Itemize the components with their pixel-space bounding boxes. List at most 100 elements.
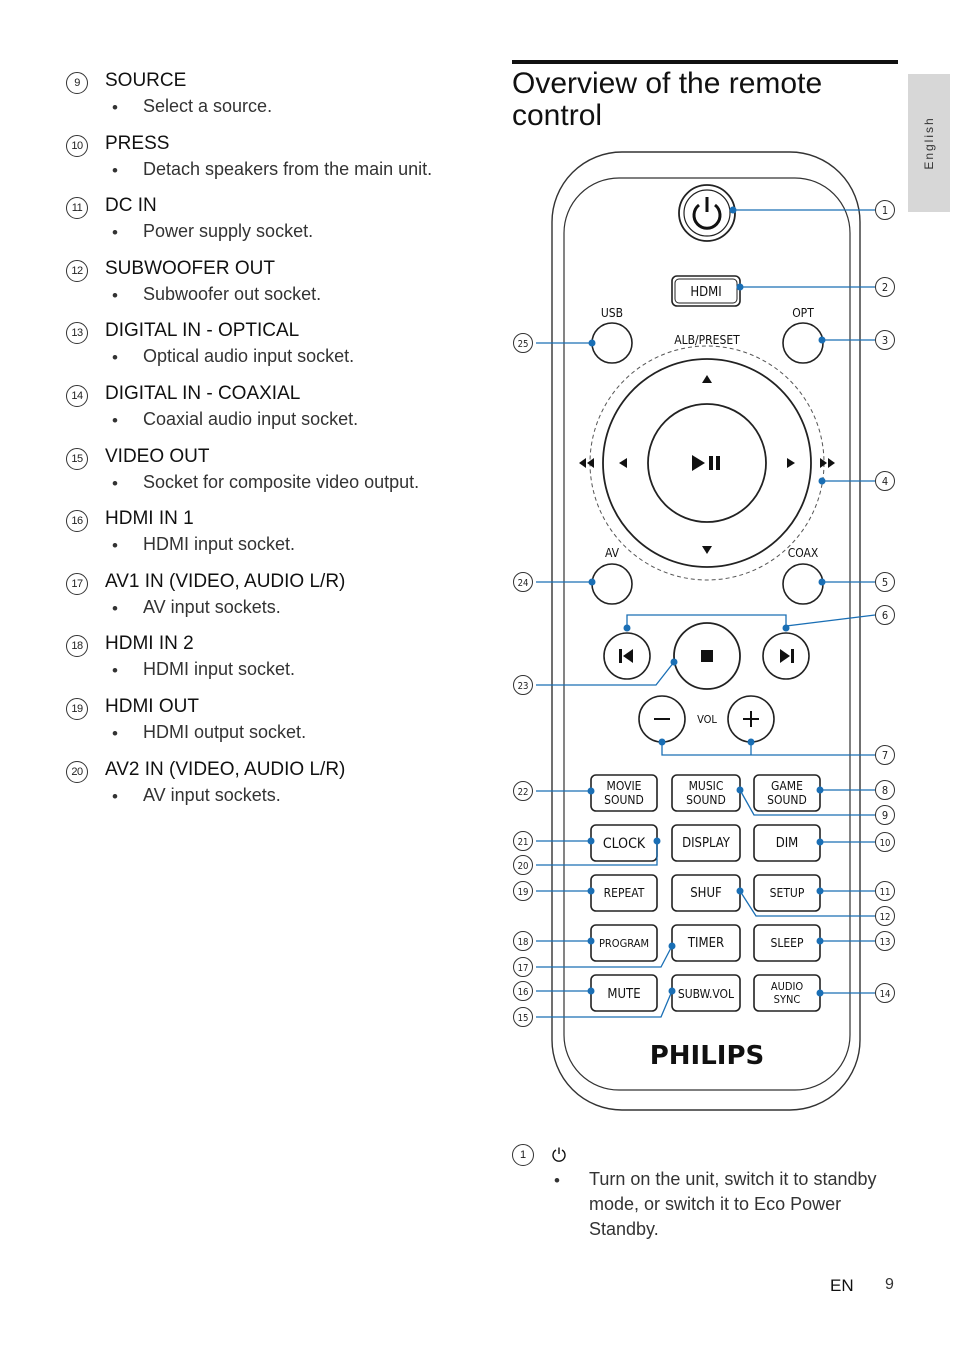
- power-button[interactable]: [678, 184, 736, 242]
- item-number: 18: [66, 635, 88, 658]
- callout-number: 11: [880, 887, 891, 898]
- power-description: Turn on the unit, switch it to standby m…: [589, 1169, 877, 1239]
- coax-label: COAX: [788, 546, 819, 560]
- callout-number: 20: [518, 861, 529, 872]
- callout-number: 6: [882, 609, 888, 622]
- repeat-button[interactable]: REPEAT: [590, 874, 658, 912]
- callout-number: 24: [518, 578, 529, 589]
- item-number: 10: [66, 134, 88, 157]
- callout-number: 9: [882, 809, 888, 822]
- shuffle-button[interactable]: SHUF: [671, 874, 741, 912]
- audio-sync-button[interactable]: AUDIO SYNC: [753, 974, 821, 1012]
- callout-number: 2: [882, 281, 888, 294]
- music-sound-button[interactable]: MUSIC SOUND: [671, 774, 741, 812]
- clock-button[interactable]: CLOCK: [590, 824, 658, 862]
- up-arrow-icon: [702, 375, 712, 383]
- item-description: HDMI output socket.: [143, 721, 307, 742]
- bullet: •: [112, 661, 118, 681]
- svg-text:SOUND: SOUND: [686, 793, 726, 807]
- callout-circle: [875, 881, 895, 901]
- coax-button[interactable]: [782, 563, 824, 605]
- usb-label: USB: [601, 306, 623, 320]
- svg-text:MUTE: MUTE: [607, 987, 640, 1002]
- list-item: 9 SOURCE • Select a source.: [66, 68, 466, 131]
- play-pause-button[interactable]: [647, 403, 767, 523]
- callout-circle: [875, 745, 895, 765]
- rewind-icon: [579, 458, 594, 468]
- av-label: AV: [605, 546, 620, 560]
- item-description: AV input sockets.: [143, 596, 281, 617]
- item-number: 16: [66, 510, 88, 533]
- svg-text:PROGRAM: PROGRAM: [599, 937, 649, 950]
- svg-text:AUDIO: AUDIO: [771, 980, 804, 993]
- play-icon: [692, 455, 705, 471]
- callout-circle: [875, 200, 895, 220]
- callout-circle: [513, 333, 533, 353]
- game-sound-button[interactable]: GAME SOUND: [753, 774, 821, 812]
- callout-circle: [513, 572, 533, 592]
- item-number: 14: [66, 384, 88, 407]
- setup-button[interactable]: SETUP: [753, 874, 821, 912]
- callout-number: 22: [518, 787, 529, 798]
- page-number: 9: [885, 1276, 894, 1293]
- svg-text:SOUND: SOUND: [767, 793, 807, 807]
- av-button[interactable]: [591, 563, 633, 605]
- plus-icon: [743, 711, 759, 727]
- list-item: 12 SUBWOOFER OUT • Subwoofer out socket.: [66, 256, 466, 319]
- left-arrow-icon: [619, 458, 627, 468]
- dim-button[interactable]: DIM: [753, 824, 821, 862]
- list-item: 13 DIGITAL IN - OPTICAL • Optical audio …: [66, 318, 466, 381]
- opt-button[interactable]: [782, 322, 824, 364]
- stop-icon: [701, 650, 713, 662]
- callout-circle: [513, 957, 533, 977]
- list-item: 10 PRESS • Detach speakers from the main…: [66, 131, 466, 194]
- brand-logo: PHILIPS: [650, 1041, 765, 1071]
- movie-sound-button[interactable]: MOVIE SOUND: [590, 774, 658, 812]
- callout-circle: [513, 781, 533, 801]
- right-arrow-icon: [787, 458, 795, 468]
- svg-text:MUSIC: MUSIC: [689, 779, 724, 793]
- item-title: SUBWOOFER OUT: [105, 257, 275, 279]
- svg-text:SETUP: SETUP: [770, 886, 805, 900]
- svg-text:TIMER: TIMER: [687, 936, 724, 951]
- list-item: 15 VIDEO OUT • Socket for composite vide…: [66, 444, 466, 507]
- item-title: AV2 IN (VIDEO, AUDIO L/R): [105, 758, 346, 780]
- item-title: DIGITAL IN - OPTICAL: [105, 320, 300, 342]
- item-number: 1: [512, 1144, 534, 1166]
- callout-number: 25: [518, 339, 529, 350]
- list-item: 18 HDMI IN 2 • HDMI input socket.: [66, 631, 466, 694]
- item-description: HDMI input socket.: [143, 659, 296, 680]
- remote-illustration: HDMI USB OPT ALB/PRESET AV COAX: [506, 150, 906, 1115]
- item-number: 19: [66, 697, 88, 720]
- list-item: 19 HDMI OUT • HDMI output socket.: [66, 694, 466, 757]
- callout-number: 4: [882, 475, 888, 488]
- sleep-button[interactable]: SLEEP: [753, 924, 821, 962]
- program-button[interactable]: PROGRAM: [590, 924, 658, 962]
- callout-number: 7: [882, 749, 888, 762]
- item-description: HDMI input socket.: [143, 534, 296, 555]
- callout-number: 23: [518, 681, 529, 692]
- item-title: AV1 IN (VIDEO, AUDIO L/R): [105, 570, 346, 592]
- callout-number: 18: [518, 937, 529, 948]
- item-title: DC IN: [105, 195, 157, 217]
- timer-button[interactable]: TIMER: [671, 924, 741, 962]
- callout-circle: [875, 931, 895, 951]
- bullet: •: [112, 598, 118, 618]
- callout-number: 8: [882, 784, 888, 797]
- list-item: 11 DC IN • Power supply socket.: [66, 193, 466, 256]
- bullet: •: [112, 723, 118, 743]
- svg-text:DISPLAY: DISPLAY: [682, 836, 731, 851]
- usb-button[interactable]: [591, 322, 633, 364]
- svg-text:REPEAT: REPEAT: [604, 886, 645, 900]
- callout-number: 21: [518, 837, 529, 848]
- item-title: VIDEO OUT: [105, 445, 210, 467]
- socket-list: 9 SOURCE • Select a source. 10 PRESS • D…: [66, 68, 466, 819]
- display-button[interactable]: DISPLAY: [671, 824, 741, 862]
- callout-dots: [587, 206, 826, 997]
- item-title: SOURCE: [105, 70, 187, 91]
- hdmi-button[interactable]: HDMI: [671, 275, 741, 307]
- subwoofer-volume-button[interactable]: SUBW.VOL: [671, 974, 741, 1012]
- mute-button[interactable]: MUTE: [590, 974, 658, 1012]
- callout-circle: [875, 805, 895, 825]
